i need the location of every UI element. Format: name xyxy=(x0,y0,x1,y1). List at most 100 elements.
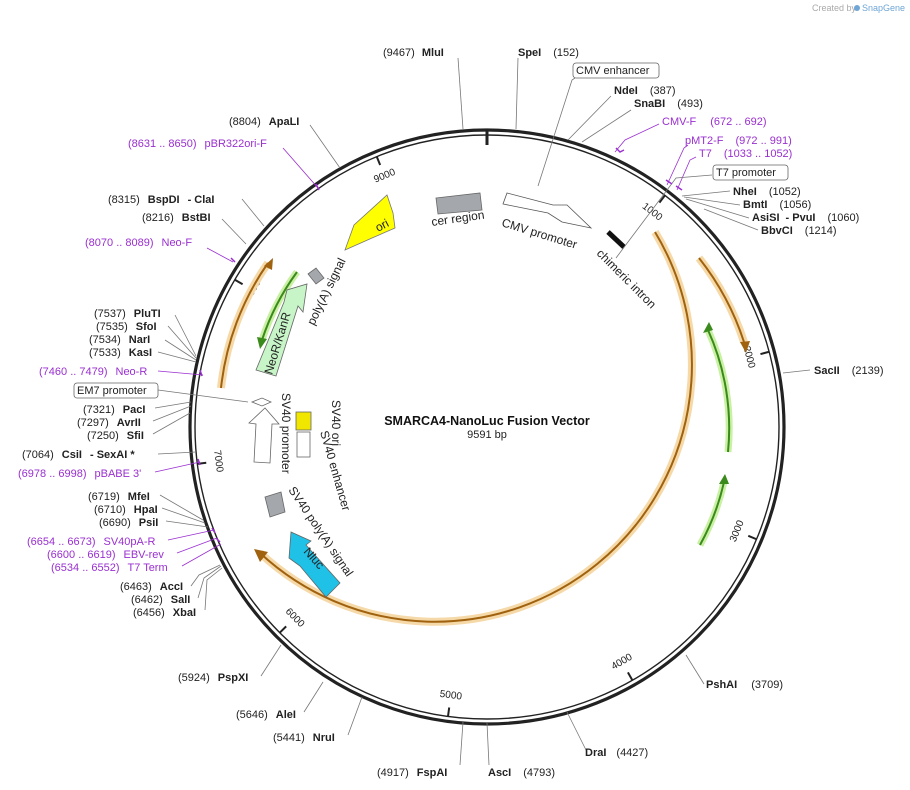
tick-mark-3000 xyxy=(747,534,757,541)
green-arc-1 xyxy=(707,329,731,453)
site-sali: (6462)SalI xyxy=(131,594,190,606)
green-arc-1-arrowhead xyxy=(703,322,713,333)
ori-shape xyxy=(344,194,396,251)
tick-label-4000: 4000 xyxy=(610,652,635,673)
leader-ebv-rev xyxy=(176,537,218,554)
leader-clai xyxy=(241,198,265,227)
leader-t7 xyxy=(676,156,697,191)
site-avrii: (7297)AvrII xyxy=(77,417,141,429)
site-psii: (6690)PsiI xyxy=(99,517,158,529)
site-acci: (6463)AccI xyxy=(120,581,183,593)
leader-pbr322ori-f xyxy=(282,147,319,189)
feature-label-ori: ori xyxy=(373,216,391,235)
site-mfei: (6719)MfeI xyxy=(88,491,150,503)
leader-sacii xyxy=(782,369,811,374)
leader-pluti xyxy=(174,314,197,357)
tick-mark-4000 xyxy=(627,671,634,681)
leader-kasi xyxy=(157,351,197,363)
primer-t7-term: (6534 .. 6552)T7 Term xyxy=(51,562,168,574)
leader-asci xyxy=(486,722,490,766)
credit-brand: SnapGene xyxy=(862,3,905,13)
leader-apali xyxy=(309,124,341,169)
orf-short-arc xyxy=(698,257,745,343)
primer-marker-ebv-rev xyxy=(215,537,221,543)
enzyme-labels: (9467) MluI SpeI(152) NdeI(387) SnaBI(49… xyxy=(22,47,883,779)
site-hpai: (6710)HpaI xyxy=(94,504,158,516)
green-arc-3-arrowhead xyxy=(257,337,267,349)
site-spei: SpeI(152) xyxy=(518,47,579,59)
primer-marker-t7 xyxy=(675,185,683,191)
orf-right-arc xyxy=(259,231,693,623)
primer-pbr322ori-f: (8631 .. 8650)pBR322ori-F xyxy=(128,138,267,150)
leader-pmt2-f xyxy=(666,144,689,186)
tick-mark-9000 xyxy=(375,156,382,166)
t7-promoter-box xyxy=(712,164,789,181)
tick-label-1000: 1000 xyxy=(640,201,665,224)
cmv-promoter-shape xyxy=(502,192,593,229)
site-alei: (5646)AleI xyxy=(236,709,296,721)
leader-csii xyxy=(157,451,197,455)
leader-bbvci xyxy=(703,208,759,231)
leader-cmv-enhancer xyxy=(537,77,576,187)
leader-mlui xyxy=(457,57,464,130)
leader-pshai xyxy=(685,654,705,685)
tick-mark-6000 xyxy=(279,625,287,634)
primer-t7: T7(1033 .. 1052) xyxy=(699,148,792,160)
site-bspdi: (8315)BspDI- ClaI xyxy=(108,194,214,206)
site-sfoi: (7535)SfoI xyxy=(96,321,157,333)
boxed-labels: CMV enhancer T7 promoter EM7 promoter xyxy=(73,62,789,399)
site-nrui: (5441)NruI xyxy=(273,732,335,744)
primer-marker-neo-f xyxy=(230,257,236,263)
leader-neo-f xyxy=(206,247,234,263)
leader-asisi xyxy=(685,198,750,219)
site-pluti: (7537)PluTI xyxy=(94,308,161,320)
tick-label-6000: 6000 xyxy=(283,606,307,630)
leader-alei xyxy=(303,681,324,713)
site-sacii: SacII(2139) xyxy=(814,365,883,377)
site-apali: (8804)ApaLI xyxy=(229,116,299,128)
site-fspai: (4917)FspAI xyxy=(377,767,447,779)
leader-xbai xyxy=(204,567,223,611)
leader-sali xyxy=(197,565,222,599)
feature-label-sv40-ori: SV40 ori xyxy=(329,400,343,446)
leader-sfoi xyxy=(167,325,197,359)
site-sfii: (7250)SfiI xyxy=(87,430,144,442)
green-arc-2 xyxy=(699,481,725,546)
leader-avrii xyxy=(152,405,192,422)
site-nhei: NheI(1052) xyxy=(733,186,801,198)
feature-shapes xyxy=(248,192,626,598)
leader-mfei xyxy=(159,494,204,521)
leader-bmti xyxy=(683,196,741,206)
boxed-em7-promoter: EM7 promoter xyxy=(77,385,147,397)
primer-marker-sv40pa-r xyxy=(211,527,216,534)
green-arc-3 xyxy=(261,271,298,341)
leader-nrui xyxy=(347,696,363,736)
feature-label-sv40-promoter: SV40 promoter xyxy=(279,393,293,474)
leader-nari xyxy=(164,339,197,361)
site-csii: (7064)CsiI- SexAI * xyxy=(22,449,135,461)
site-pspxi: (5924)PspXI xyxy=(178,672,248,684)
feature-label-polya-signal: poly(A) signal xyxy=(304,256,348,327)
leader-bstbi xyxy=(221,218,247,245)
cmv-enhancer-box xyxy=(572,62,660,79)
leader-lines xyxy=(152,57,811,766)
tick-label-5000: 5000 xyxy=(439,689,463,703)
orf-left-arrowhead xyxy=(264,258,273,270)
leader-fspai xyxy=(459,721,464,766)
leader-psii xyxy=(165,520,209,528)
leader-spei xyxy=(515,57,519,130)
leader-sfii xyxy=(152,412,191,435)
tick-label-9000: 9000 xyxy=(372,167,397,186)
leader-sv40pa-r xyxy=(167,529,215,541)
leader-paci xyxy=(154,401,192,409)
site-bstbi: (8216)BstBI xyxy=(142,212,211,224)
em7-promoter-box xyxy=(73,382,159,399)
nluc-shape xyxy=(288,531,341,598)
primer-marker-pbr322ori-f xyxy=(315,183,320,191)
primer-marker-pbabe xyxy=(197,458,201,466)
site-snabi: SnaBI(493) xyxy=(634,98,703,110)
leader-drai xyxy=(566,711,588,753)
leader-ndei xyxy=(567,95,612,141)
leader-pspxi xyxy=(260,644,282,677)
boxed-t7-promoter: T7 promoter xyxy=(716,167,776,179)
